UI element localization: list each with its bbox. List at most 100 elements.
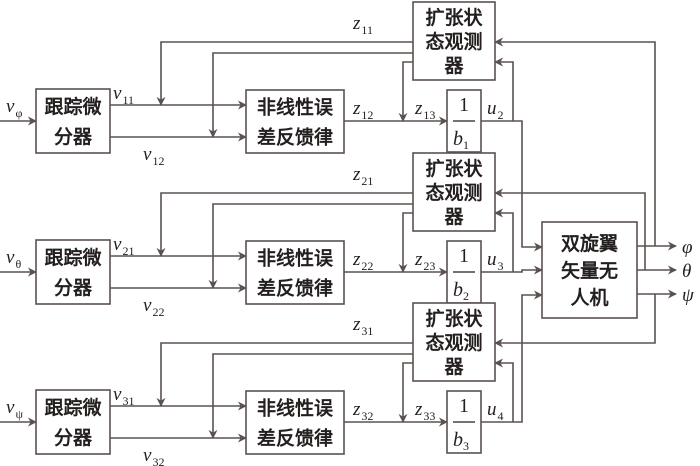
extended-state-observer-2-box — [412, 152, 496, 232]
tracking-differentiator-3-box — [35, 389, 111, 455]
z2-feedback-wire-3 — [208, 353, 413, 439]
extended-state-observer-1-label-line: 态观测 — [425, 30, 482, 53]
extended-state-observer-3-label-line: 态观测 — [425, 331, 482, 354]
z3-feedback-wire-3 — [398, 362, 413, 423]
dual-rotor-uav-plant-label-line: 双旋翼 — [561, 232, 618, 255]
gain-block-3-box — [446, 390, 482, 454]
tracking-differentiator-2-label-line: 分器 — [54, 277, 93, 299]
gain-block-1: 1 b1 — [446, 89, 482, 153]
output-label-theta: θ — [682, 261, 691, 282]
u-to-eso-wire-1 — [494, 57, 514, 121]
z1-feedback-wire-2 — [156, 192, 413, 257]
extended-state-observer-2-label-line: 器 — [443, 206, 464, 228]
z3-feedback-wire-2 — [398, 212, 413, 273]
v2-label-3: v32 — [143, 445, 164, 466]
u-to-plant-wire-3 — [481, 290, 543, 423]
extended-state-observer-2-label-line: 态观测 — [425, 181, 482, 204]
z1-feedback-wire-3 — [156, 342, 413, 407]
v2-label-2: v22 — [143, 295, 164, 319]
tracking-differentiator-1-box — [35, 88, 111, 154]
z2-label-2: z22 — [352, 249, 373, 273]
nonlinear-error-feedback-3-label-line: 差反馈律 — [257, 427, 333, 450]
gain-block-1-numerator: 1 — [459, 94, 469, 116]
z3-feedback-wire-1 — [398, 61, 413, 122]
gain-block-3: 1 b3 — [446, 390, 482, 454]
z1-label-2: z21 — [352, 164, 373, 188]
z3-label-3: z33 — [414, 399, 435, 423]
input-label-3: vψ — [6, 397, 23, 421]
extended-state-observer-1-label-line: 扩张状 — [425, 6, 483, 29]
tracking-differentiator-3-label-line: 跟踪微 — [44, 396, 102, 419]
nonlinear-error-feedback-1-label-line: 差反馈律 — [257, 126, 333, 149]
u-label-3: u4 — [487, 399, 504, 423]
phi-feedback-wire — [494, 37, 656, 246]
z2-feedback-wire-1 — [208, 52, 413, 138]
extended-state-observer-1-label-line: 器 — [443, 55, 464, 77]
z3-label-1: z13 — [414, 98, 435, 122]
nonlinear-error-feedback-3-label-line: 非线性误 — [257, 397, 334, 420]
output-label-phi: φ — [682, 237, 693, 258]
dual-rotor-uav-plant-label-line: 矢量无 — [561, 259, 618, 282]
input-label-2: vθ — [6, 247, 21, 271]
tracking-differentiator-1-label-line: 跟踪微 — [44, 95, 102, 118]
gain-block-1-denominator: b1 — [453, 128, 469, 152]
gain-block-2-numerator: 1 — [459, 245, 469, 267]
v2-label-1: v12 — [143, 144, 164, 168]
theta-feedback-wire — [494, 188, 646, 270]
extended-state-observer-3-label-line: 器 — [443, 356, 464, 378]
z2-label-1: z12 — [352, 98, 373, 122]
input-label-1: vφ — [6, 96, 22, 120]
z3-label-2: z23 — [414, 249, 435, 273]
z1-feedback-wire-1 — [156, 41, 413, 106]
gain-block-3-denominator: b3 — [453, 429, 469, 453]
tracking-differentiator-2-box — [35, 239, 111, 305]
nonlinear-error-feedback-1-label-line: 非线性误 — [257, 96, 334, 119]
u-to-plant-wire-2 — [481, 265, 543, 275]
gain-block-3-numerator: 1 — [459, 395, 469, 417]
u-to-eso-wire-3 — [494, 358, 514, 422]
v1-label-3: v31 — [113, 384, 134, 408]
output-label-psi: ψ — [682, 285, 695, 306]
z2-label-3: z32 — [352, 399, 373, 423]
tracking-differentiator-1-label-line: 分器 — [54, 126, 93, 148]
extended-state-observer-2-label-line: 扩张状 — [425, 157, 483, 180]
u-to-eso-wire-2 — [494, 208, 514, 272]
tracking-differentiator-3-label-line: 分器 — [54, 427, 93, 449]
nonlinear-error-feedback-2-label-line: 差反馈律 — [257, 277, 333, 300]
dual-rotor-uav-plant-box — [541, 221, 638, 319]
extended-state-observer-3-box — [412, 302, 496, 382]
u-label-1: u2 — [487, 98, 504, 122]
psi-feedback-wire — [494, 294, 656, 348]
extended-state-observer-1-box — [412, 1, 496, 81]
u-label-2: u3 — [487, 249, 504, 273]
gain-block-2: 1 b2 — [446, 240, 482, 304]
nonlinear-error-feedback-2-label-line: 非线性误 — [257, 247, 334, 270]
blocks: 跟踪微分器非线性误差反馈律扩张状态观测器1b1跟踪微分器非线性误差反馈律扩张状态… — [35, 1, 638, 455]
v1-label-1: v11 — [113, 83, 134, 107]
nonlinear-error-feedback-1-box — [245, 89, 345, 154]
extended-state-observer-3-label-line: 扩张状 — [425, 307, 483, 330]
v1-label-2: v21 — [113, 234, 134, 258]
signal-wires — [0, 37, 677, 443]
tracking-differentiator-2-label-line: 跟踪微 — [44, 246, 102, 269]
dual-rotor-uav-plant-label-line: 人机 — [570, 287, 608, 309]
signal-labels: vφ v11 v12 z11 z12 z13 u2 vθ v21 v22 z21 z22 z23 u3 vψ… — [6, 13, 695, 466]
z2-feedback-wire-2 — [208, 203, 413, 289]
z1-label-1: z11 — [352, 13, 373, 37]
z1-label-3: z31 — [352, 314, 373, 338]
u-to-plant-wire-1 — [481, 120, 543, 252]
gain-block-2-denominator: b2 — [453, 279, 469, 303]
nonlinear-error-feedback-2-box — [245, 240, 345, 305]
nonlinear-error-feedback-3-box — [245, 390, 345, 455]
